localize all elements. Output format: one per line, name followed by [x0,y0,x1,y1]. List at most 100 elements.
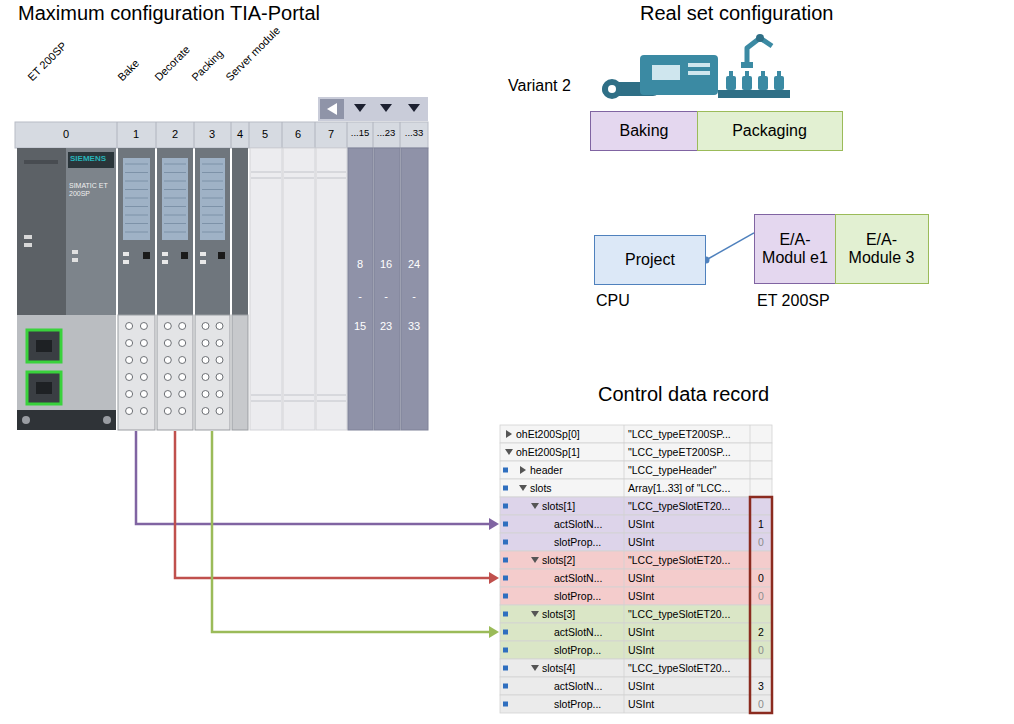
row-bullet [503,486,508,491]
section-title: Real set configuration [640,2,833,25]
leader-arrowhead [489,626,499,638]
table-cell: slotProp... [554,590,601,602]
machine-illustration [718,90,790,98]
table-cell: actSlotN... [554,680,602,692]
table-grid [624,677,625,695]
expand-toggle [531,611,539,617]
table-grid [750,425,751,443]
slot-range: 33 [401,320,427,333]
label-line [125,172,148,173]
slot-rail [317,178,346,179]
terminal [164,340,171,347]
table-row [500,497,772,515]
terminal [202,408,209,415]
table-grid [624,659,625,677]
terminal [216,408,223,415]
terminal [216,357,223,364]
slot-rail [251,178,281,179]
slot-number: 4 [222,128,258,141]
slot-number: ...23 [372,128,400,139]
slot-number: ...15 [346,128,374,139]
slot-range: 24 [401,258,427,271]
table-grid [624,497,625,515]
table-grid [624,587,625,605]
slot-number: 1 [118,128,154,141]
slot-value: 0 [751,644,771,656]
node-text: Project [625,251,675,269]
terminal [216,340,223,347]
slot-range-column [401,148,428,430]
expand-toggle [520,466,526,474]
machine-illustration [602,34,790,99]
terminal [126,391,133,398]
status-led [200,260,206,264]
table-row [500,587,772,605]
slot-divider [194,122,195,148]
slot-value: 1 [751,518,771,530]
terminal [179,374,186,381]
table-cell: actSlotN... [554,626,602,638]
slot-range: 8 [347,258,373,271]
machine-illustration [745,71,749,77]
machine-illustration [756,34,764,42]
table-grid [624,515,625,533]
brand-text: SIEMENS [70,154,106,163]
status-led [72,258,78,262]
label-line [164,164,186,165]
table-grid [624,569,625,587]
port-socket [36,382,52,394]
label-line [164,172,186,173]
label-line [202,223,223,224]
label-strip [200,158,225,240]
machine-illustration [726,76,736,90]
terminal [126,340,133,347]
leader-arrow [212,431,489,632]
table-row [500,641,772,659]
terminal [179,391,186,398]
label-strip [162,158,188,240]
slot-value: 0 [751,590,771,602]
terminal [216,374,223,381]
table-cell: actSlotN... [554,518,602,530]
machine-illustration [742,76,752,90]
port-socket [36,340,52,352]
table-grid [750,461,751,479]
expand-toggle [505,449,513,455]
table-row [500,479,772,497]
slot-rail [251,172,281,173]
node-text: E/A-Modul e1 [759,231,831,268]
slot-name: Server module [223,24,283,84]
label-line [125,206,148,207]
machine-illustration [602,79,622,99]
table-cell: slots[3] [542,608,575,620]
row-bullet [503,612,508,617]
label-line [164,189,186,190]
label-line [164,223,186,224]
table-row [500,623,772,641]
label-line [202,198,223,199]
table-cell: slots[4] [542,662,575,674]
terminal [202,323,209,330]
bus-adapter [17,315,116,410]
module-box: Packaging [697,111,843,151]
variant-label: Variant 2 [508,77,571,95]
table-cell: "LCC_typeET200SP... [628,428,731,440]
io-module [157,148,193,315]
expand-toggle [531,557,539,563]
slot-number: 7 [313,128,349,141]
row-bullet [503,558,508,563]
scroll-bar [318,97,428,121]
terminal [126,374,133,381]
screw [22,416,30,424]
server-module [232,148,248,315]
slot-number: 2 [157,128,193,141]
section-title: Maximum configuration TIA-Portal [18,2,320,25]
slot-number: 0 [48,128,84,141]
table-cell: ohEt200Sp[1] [516,446,580,458]
status-led [72,250,78,254]
machine-illustration [640,55,718,95]
label-line [164,206,186,207]
expand-toggle [506,430,512,438]
